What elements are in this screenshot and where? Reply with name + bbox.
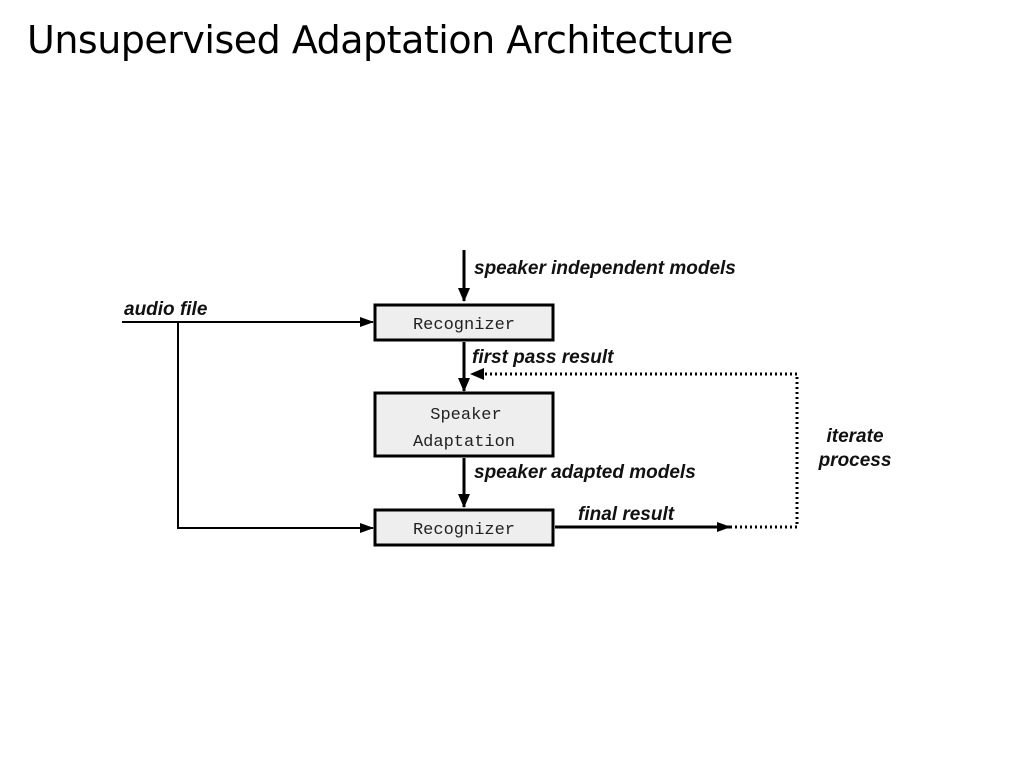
audio-file-branch-arrow [177, 322, 374, 533]
speaker-adapted-models-label: speaker adapted models [474, 462, 696, 483]
recognizer-bottom-label: Recognizer [413, 521, 515, 540]
iterate-label-line2: process [818, 450, 892, 471]
recognizer-top-label: Recognizer [413, 316, 515, 335]
recognizer-top-node [373, 303, 555, 342]
final-result-label: final result [578, 504, 675, 525]
page-title: Unsupervised Adaptation Architecture [27, 18, 733, 62]
iterate-loop-arrowhead [470, 368, 484, 380]
iterate-loop-line [484, 372, 799, 529]
iterate-label-line1: iterate [826, 426, 883, 447]
speaker-adaptation-label-line1: Speaker [430, 406, 501, 425]
first-pass-result-label: first pass result [472, 347, 614, 368]
speaker-adaptation-label-line2: Adaptation [413, 433, 515, 452]
recognizer-bottom-node [373, 508, 555, 547]
speaker-adaptation-node [373, 391, 555, 458]
audio-file-label: audio file [124, 299, 208, 320]
speaker-independent-models-label: speaker independent models [474, 258, 736, 279]
